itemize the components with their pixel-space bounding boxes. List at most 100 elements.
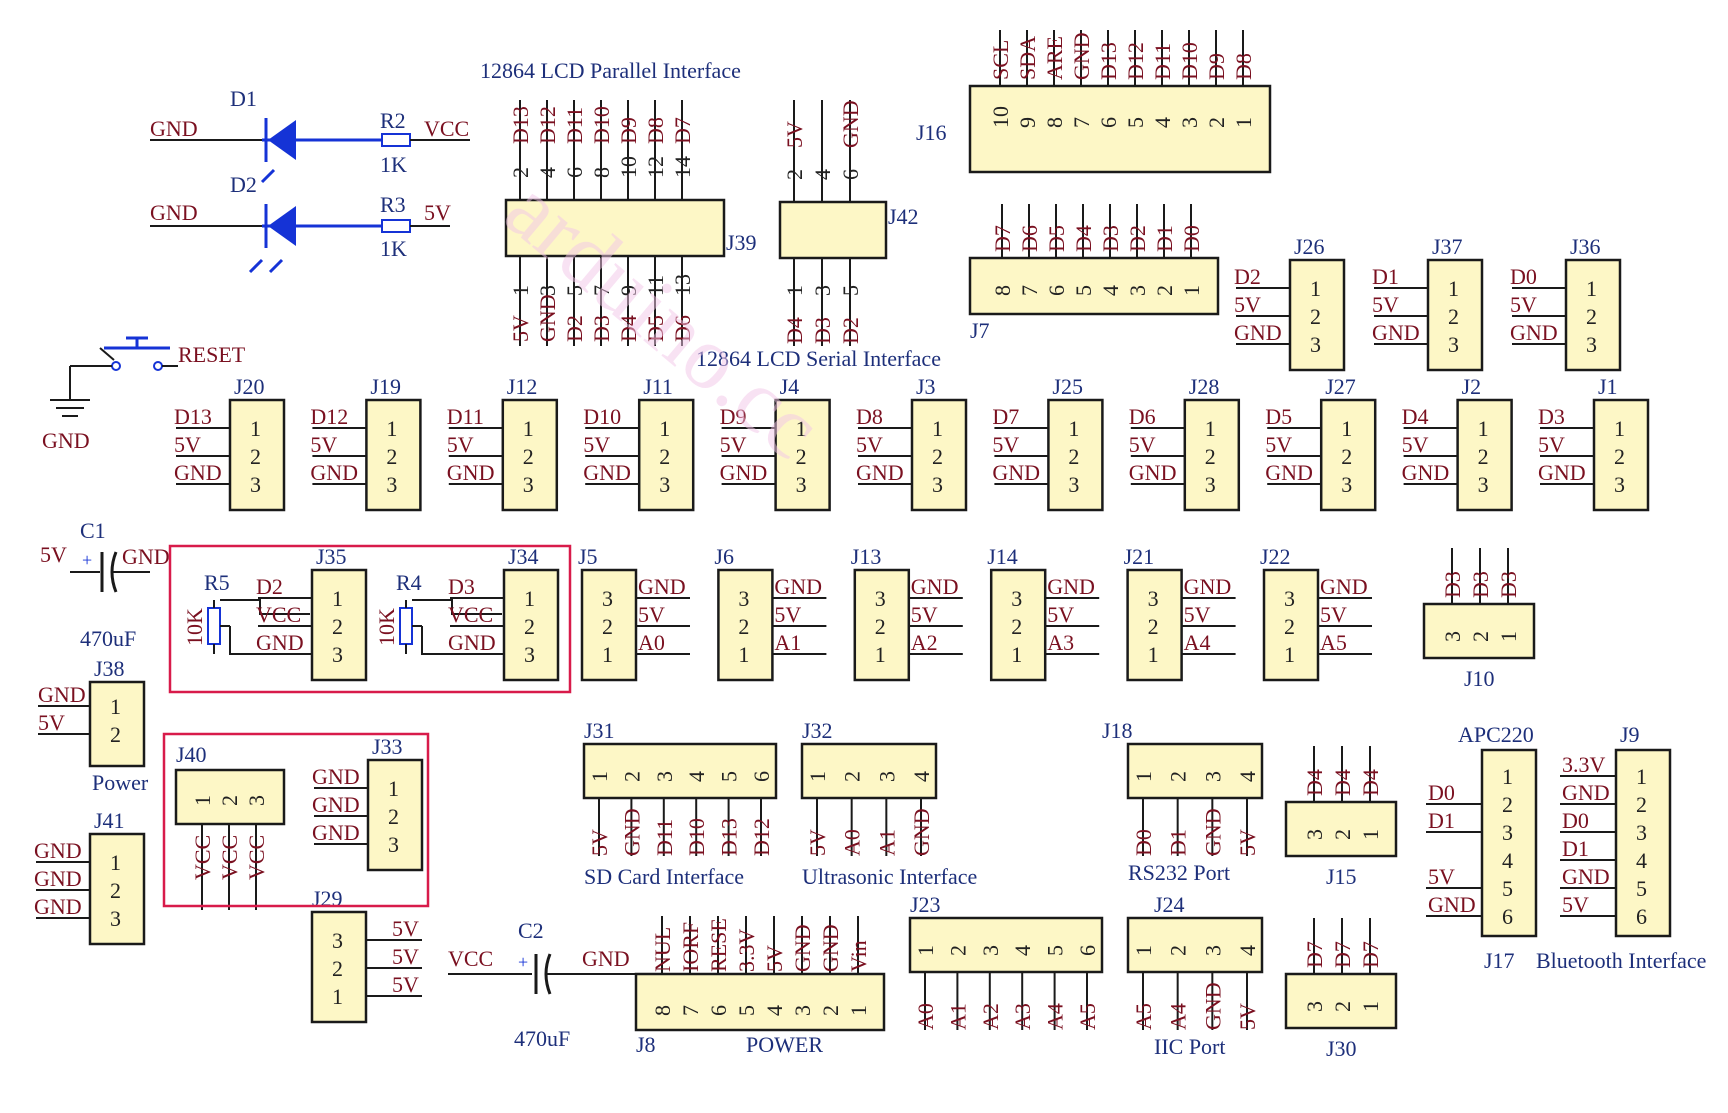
header-signal: 5V <box>310 432 337 457</box>
j7-signal: D5 <box>1044 225 1069 252</box>
header-pin: 2 <box>1310 304 1321 329</box>
header-signal: GND <box>174 460 222 485</box>
header-signal: A3 <box>1010 1003 1035 1030</box>
parallel-title: 12864 LCD Parallel Interface <box>480 58 741 83</box>
j38-ref: J38 <box>94 656 125 681</box>
c2-vcc-label: VCC <box>448 946 493 971</box>
header-ref: J2 <box>1462 374 1482 399</box>
header-signal: D5 <box>1265 404 1292 429</box>
header-signal: A2 <box>911 630 938 655</box>
header-pin: 3 <box>1448 332 1459 357</box>
j39-top-pin: 4 <box>535 167 560 178</box>
header-signal: A1 <box>774 630 801 655</box>
r2-value: 1K <box>380 152 407 177</box>
j39-top-pin: 6 <box>562 167 587 178</box>
j39-bottom-signal: 5V <box>508 315 533 342</box>
header-signal: A0 <box>840 829 865 856</box>
header-signal: GND <box>1320 574 1368 599</box>
header-signal: GND <box>992 460 1040 485</box>
j9-signal: D1 <box>1562 836 1589 861</box>
j42-bottom-signal: D4 <box>782 317 807 344</box>
header-pin: 5 <box>1043 945 1068 956</box>
header-pin: 3 <box>1586 332 1597 357</box>
j39-top-signal: D9 <box>616 117 641 144</box>
header-pin: 3 <box>110 906 121 931</box>
j38-signal: 5V <box>38 710 65 735</box>
header-ref: J13 <box>851 544 882 569</box>
header-signal: D9 <box>720 404 747 429</box>
header-title: Ultrasonic Interface <box>802 864 977 889</box>
d1-ref: D1 <box>230 86 257 111</box>
header-pin: 2 <box>1205 444 1216 469</box>
header-pin: 3 <box>796 472 807 497</box>
header-pin: 3 <box>1341 472 1352 497</box>
header-pin: 3 <box>1148 586 1159 611</box>
header-pin: 2 <box>1148 614 1159 639</box>
header-ref: J15 <box>1326 864 1357 889</box>
header-signal: GND <box>720 460 768 485</box>
j9-pin: 1 <box>1636 764 1647 789</box>
header-pin: 1 <box>1448 276 1459 301</box>
j39-bottom-signal: GND <box>535 294 560 342</box>
header-pin: 3 <box>874 771 899 782</box>
header-signal: A5 <box>1075 1003 1100 1030</box>
d1-gnd-label: GND <box>150 116 198 141</box>
header-pin: 2 <box>1614 444 1625 469</box>
header-signal: GND <box>1129 460 1177 485</box>
header-pin: 1 <box>1496 631 1521 642</box>
header-pin: 3 <box>1200 945 1225 956</box>
j39-bottom-pin: 11 <box>643 275 668 296</box>
j8-pin: 2 <box>818 1005 843 1016</box>
header-pin: 1 <box>1614 416 1625 441</box>
header-signal: GND <box>638 574 686 599</box>
j17-pin: 2 <box>1502 792 1513 817</box>
header-signal: D4 <box>1402 404 1429 429</box>
header-pin: 1 <box>1011 642 1022 667</box>
header-signal: A0 <box>913 1003 938 1030</box>
j17-signal: D1 <box>1428 808 1455 833</box>
j9-pin: 6 <box>1636 904 1647 929</box>
vcc-gnd-box <box>162 732 430 908</box>
j16-pin: 2 <box>1204 117 1229 128</box>
serial-title: 12864 LCD Serial Interface <box>696 346 941 371</box>
header-pin: 4 <box>1235 771 1260 782</box>
header-pin: 3 <box>386 472 397 497</box>
d2-ref: D2 <box>230 172 257 197</box>
j8-title: POWER <box>746 1032 823 1057</box>
d1-vcc-label: VCC <box>424 116 469 141</box>
j16-signal: SDA <box>1015 36 1040 80</box>
j39-top-signal: D12 <box>535 106 560 144</box>
header-pin: 1 <box>796 416 807 441</box>
header-signal: 5V <box>174 432 201 457</box>
j8-pin: 6 <box>706 1005 731 1016</box>
header-pin: 2 <box>386 444 397 469</box>
header-pin: 3 <box>1068 472 1079 497</box>
header-pin: 1 <box>1310 276 1321 301</box>
header-pin: 3 <box>1011 586 1022 611</box>
header-signal: A1 <box>945 1003 970 1030</box>
c2-value: 470uF <box>514 1026 570 1051</box>
svg-text:+: + <box>82 550 92 570</box>
j42-top-pin: 4 <box>810 169 835 180</box>
led-d1: D1 GND R2 1K VCC <box>150 86 470 177</box>
j16-pin: 10 <box>988 106 1013 128</box>
j7-pin: 4 <box>1098 285 1123 296</box>
header-ref: J35 <box>316 544 347 569</box>
header-signal: D3 <box>1440 571 1465 598</box>
header-pin: 4 <box>1235 945 1260 956</box>
header-pin: 2 <box>619 771 644 782</box>
header-signal: D7 <box>1358 941 1383 968</box>
header-signal: D10 <box>684 818 709 856</box>
